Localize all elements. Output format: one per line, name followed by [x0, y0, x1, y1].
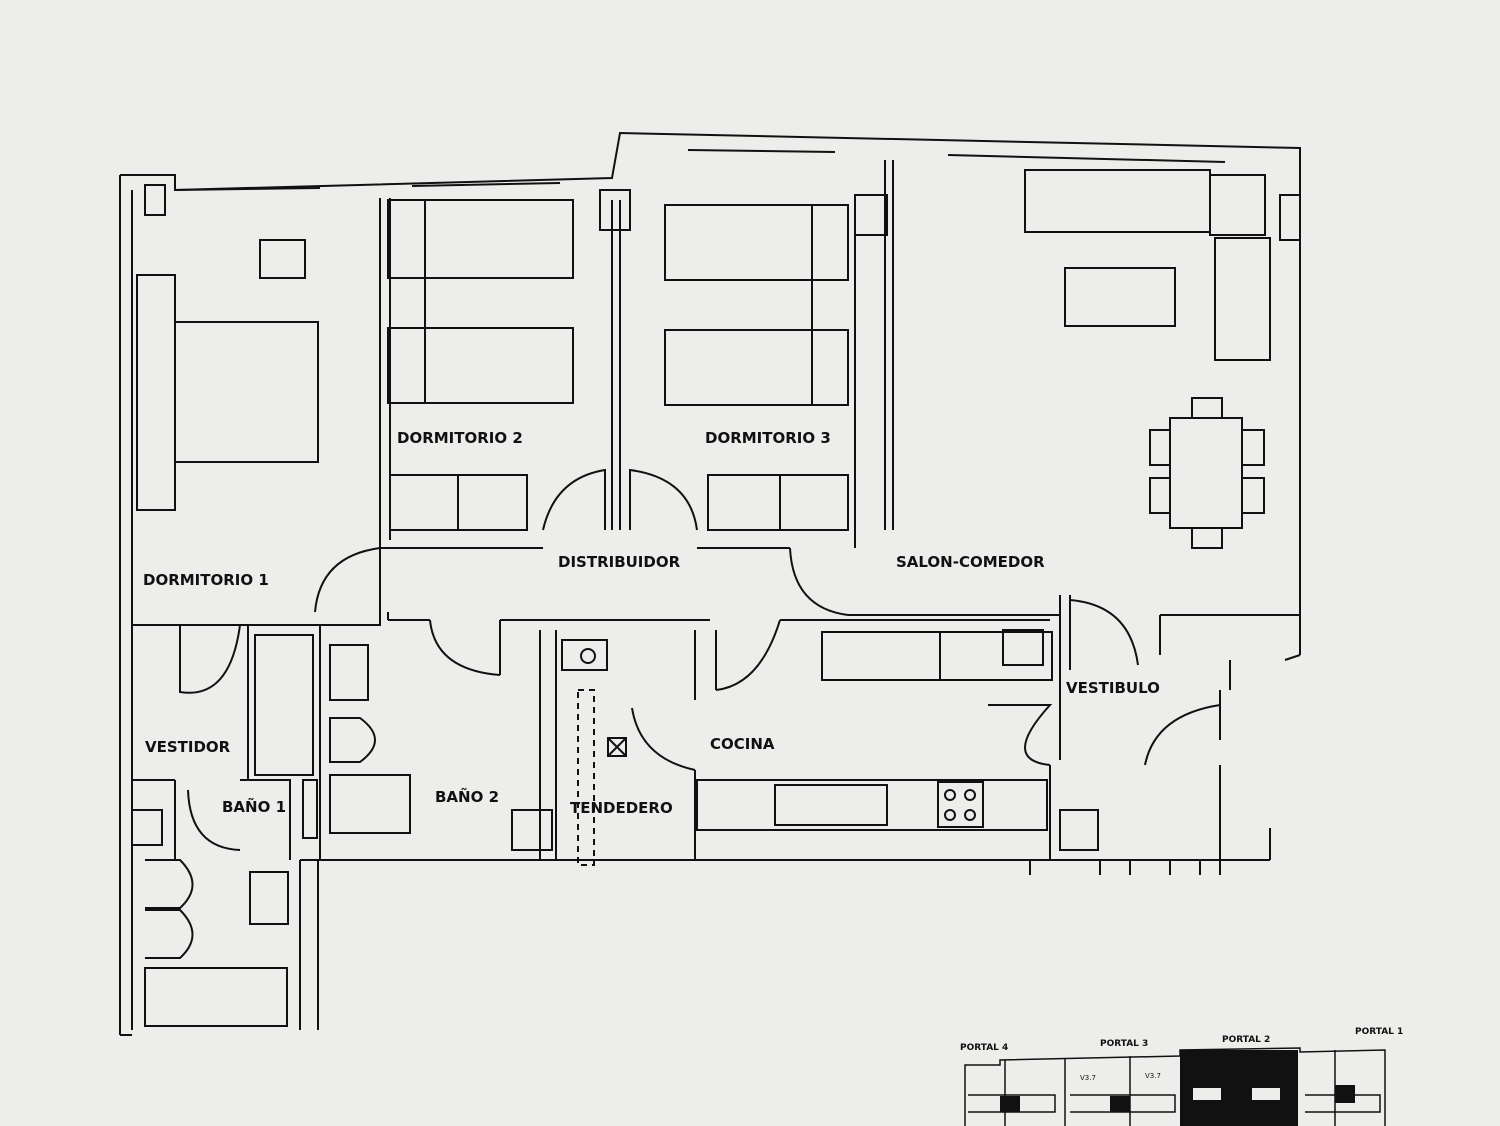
walls — [119, 131, 1301, 1036]
label-portal-4: PORTAL 4 — [960, 1043, 1008, 1053]
label-bano-2: BAÑO 2 — [435, 787, 499, 806]
label-unit-a: V3.7 — [1080, 1074, 1096, 1082]
label-portal-1: PORTAL 1 — [1355, 1027, 1403, 1037]
dashed-duct — [577, 689, 595, 866]
label-dormitorio-2: DORMITORIO 2 — [397, 429, 523, 447]
label-dormitorio-3: DORMITORIO 3 — [705, 429, 831, 447]
label-distribuidor: DISTRIBUIDOR — [558, 553, 681, 571]
key-plan: PORTAL 4 PORTAL 3 PORTAL 2 PORTAL 1 V3.7… — [960, 1027, 1403, 1126]
label-tendedero: TENDEDERO — [570, 799, 673, 817]
label-vestidor: VESTIDOR — [145, 738, 231, 756]
label-portal-3: PORTAL 3 — [1100, 1039, 1148, 1049]
furniture — [136, 169, 1271, 1027]
label-salon-comedor: SALON-COMEDOR — [896, 553, 1045, 571]
label-vestibulo: VESTIBULO — [1066, 679, 1160, 697]
label-portal-2: PORTAL 2 — [1222, 1035, 1270, 1045]
label-dormitorio-1: DORMITORIO 1 — [143, 571, 269, 589]
label-unit-b: V3.7 — [1145, 1072, 1161, 1080]
label-bano-1: BAÑO 1 — [222, 797, 286, 816]
label-cocina: COCINA — [710, 735, 775, 753]
